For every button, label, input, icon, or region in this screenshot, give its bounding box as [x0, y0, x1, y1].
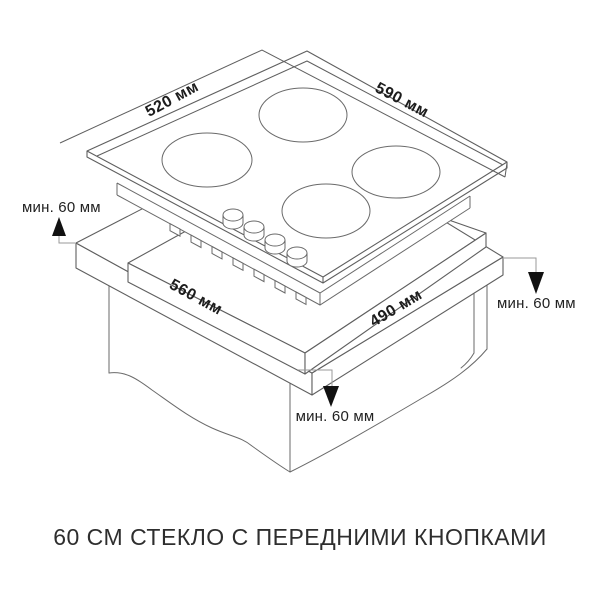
glass-dimension-chevron	[59, 49, 508, 178]
cabinet	[108, 284, 488, 473]
dimension-arrows	[52, 217, 544, 407]
burner-right	[351, 145, 441, 199]
control-knobs	[222, 208, 308, 268]
dimension-lines	[59, 49, 508, 178]
glass-bevel-line	[96, 60, 504, 166]
leader-left	[58, 236, 75, 244]
glass-panel	[86, 50, 508, 284]
knob-2	[243, 220, 265, 242]
mounting-tabs	[169, 222, 307, 306]
burner-left	[161, 132, 253, 188]
cabinet-right-join	[460, 352, 475, 369]
cooktop-underbody-fill	[87, 157, 507, 305]
glass-top-front-edges	[86, 150, 508, 283]
knob-1	[222, 208, 244, 230]
cabinet-left-break-line	[108, 372, 291, 473]
arrow-down-right-clearance	[528, 272, 544, 294]
clearance-right-label: мин. 60 мм	[497, 295, 576, 312]
cutout-front-right-wall	[304, 232, 487, 375]
knob-4	[286, 246, 308, 268]
leader-bottom	[298, 369, 333, 386]
burner-back-center	[258, 87, 348, 143]
leader-lines	[58, 236, 537, 386]
knob-3	[264, 233, 286, 255]
clearance-bottom-label: мин. 60 мм	[296, 408, 375, 425]
product-caption: 60 СМ СТЕКЛО С ПЕРЕДНИМИ КНОПКАМИ	[53, 524, 547, 550]
arrow-down-bottom-clearance	[323, 386, 339, 407]
burner-box	[116, 182, 471, 306]
burner-box-corner-edges	[116, 183, 471, 305]
burner-zones	[161, 87, 441, 239]
arrow-up-left-clearance	[52, 217, 66, 236]
leader-right	[504, 257, 537, 272]
cabinet-right-break-line	[289, 348, 488, 473]
clearance-left-label: мин. 60 мм	[22, 199, 101, 216]
cooktop	[86, 50, 508, 306]
burner-front-center	[281, 183, 371, 239]
